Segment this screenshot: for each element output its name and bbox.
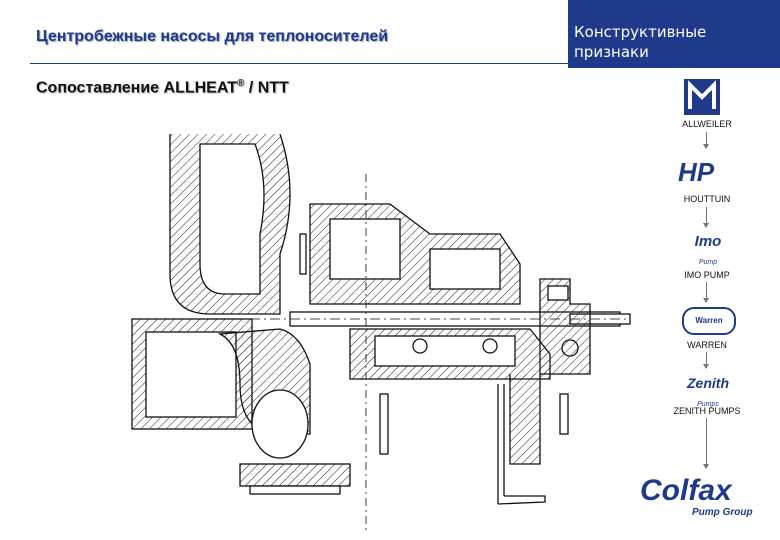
brand-allweiler: ALLWEILER (682, 119, 732, 129)
lineage-arrow (703, 418, 709, 469)
lineage-arrow (703, 207, 709, 228)
allweiler-logo-icon (684, 79, 720, 115)
registered-mark: ® (236, 78, 245, 89)
lineage-arrow (703, 132, 709, 149)
imo-logo-text: Imo (694, 233, 722, 250)
lineage-arrow (703, 352, 709, 369)
colfax-subtitle: Pump Group (692, 507, 753, 518)
houttuin-logo-icon: HP (678, 157, 715, 187)
imo-logo-subtext: Pump (698, 259, 718, 266)
brand-warren: WARREN (687, 340, 727, 350)
zenith-logo-text: Zenith (687, 375, 729, 391)
warren-logo-icon: Warren (682, 307, 736, 335)
zenith-logo-subtext: Pumps (697, 401, 719, 408)
brand-lineage-column: ALLWEILER HP HOUTTUIN Imo Pump IMO PUMP … (640, 75, 780, 540)
imo-logo-icon: Imo Pump (684, 233, 732, 266)
colfax-logo-icon: Colfax (640, 474, 732, 507)
subtitle-suffix: / NTT (244, 79, 289, 97)
zenith-logo-icon: Zenith Pumps (676, 375, 740, 408)
brand-zenith: ZENITH PUMPS (673, 406, 741, 416)
side-panel-title: Конструктивные признаки (574, 23, 707, 61)
pump-cross-section-drawing (131, 134, 631, 534)
side-panel-header (568, 0, 780, 68)
comparison-subtitle: Сопоставление ALLHEAT® / NTT (36, 78, 289, 97)
lineage-arrow (703, 282, 709, 303)
subtitle-text: Сопоставление ALLHEAT (36, 79, 237, 97)
brand-imo: IMO PUMP (684, 270, 730, 280)
brand-houttuin: HOUTTUIN (683, 194, 731, 204)
page-title: Центробежные насосы для теплоносителей (36, 28, 389, 45)
header-divider (30, 63, 568, 64)
